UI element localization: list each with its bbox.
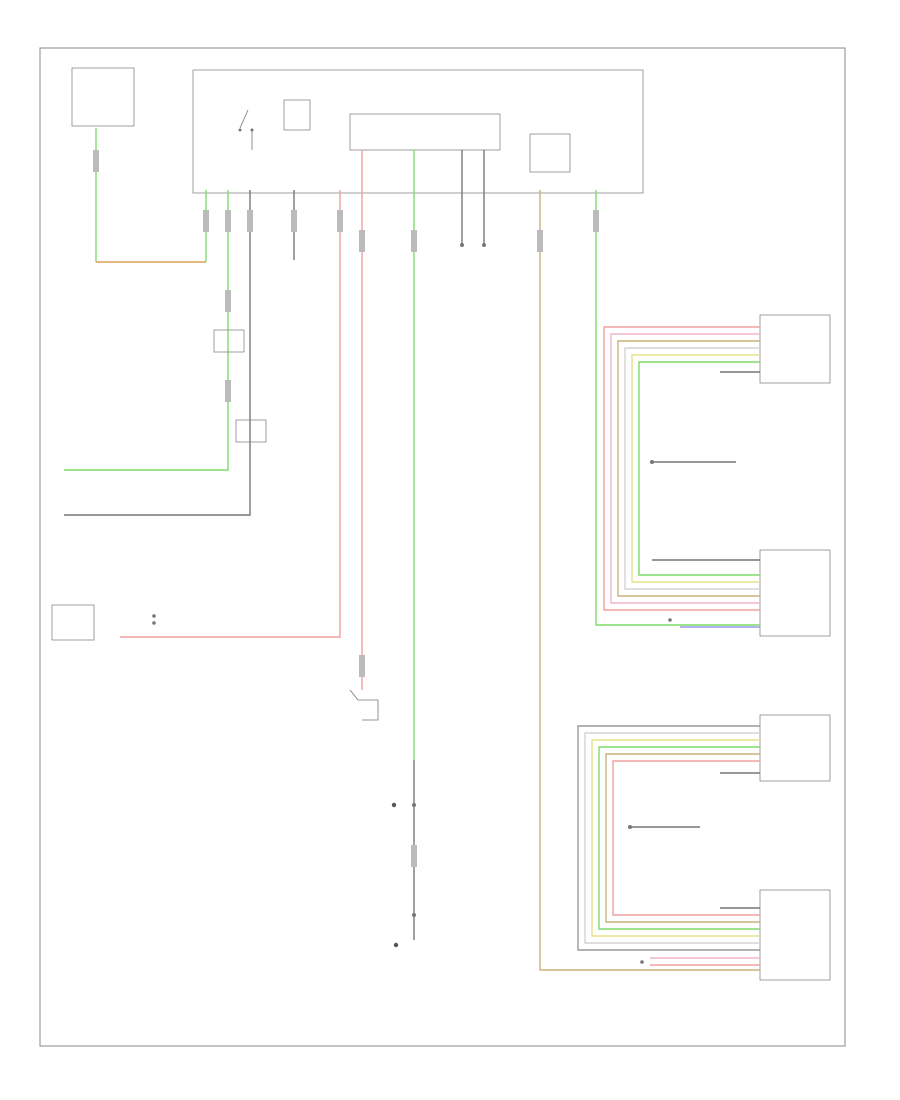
wire-black xyxy=(64,190,251,516)
wire-white xyxy=(624,347,760,590)
diagram-frame xyxy=(39,47,846,1047)
component-box xyxy=(349,113,501,151)
wire-gray xyxy=(577,725,760,951)
wire-green xyxy=(595,190,760,626)
wire-red xyxy=(612,760,760,916)
wire-green xyxy=(64,190,229,471)
component-box xyxy=(71,67,135,127)
switch-symbol xyxy=(238,99,311,150)
wire-tan xyxy=(539,190,760,971)
wire-green xyxy=(598,746,760,930)
wire-red xyxy=(120,190,341,638)
wire-yellow xyxy=(631,354,760,583)
wire-tan xyxy=(605,753,760,923)
wire-tags xyxy=(93,150,599,867)
component-box xyxy=(51,604,95,641)
wire-yellow xyxy=(591,739,760,937)
wire-red xyxy=(603,326,760,611)
wire-white xyxy=(584,732,760,944)
component-box xyxy=(759,549,831,637)
component-box xyxy=(759,889,831,981)
component-box xyxy=(192,69,644,194)
component-box xyxy=(759,714,831,782)
component-boxes xyxy=(39,47,846,1047)
wire-green xyxy=(638,361,760,576)
wire-tan xyxy=(617,340,760,597)
wire-pink xyxy=(610,333,760,604)
splice-points xyxy=(152,243,672,964)
component-box xyxy=(759,314,831,384)
connector-symbols xyxy=(213,133,571,721)
